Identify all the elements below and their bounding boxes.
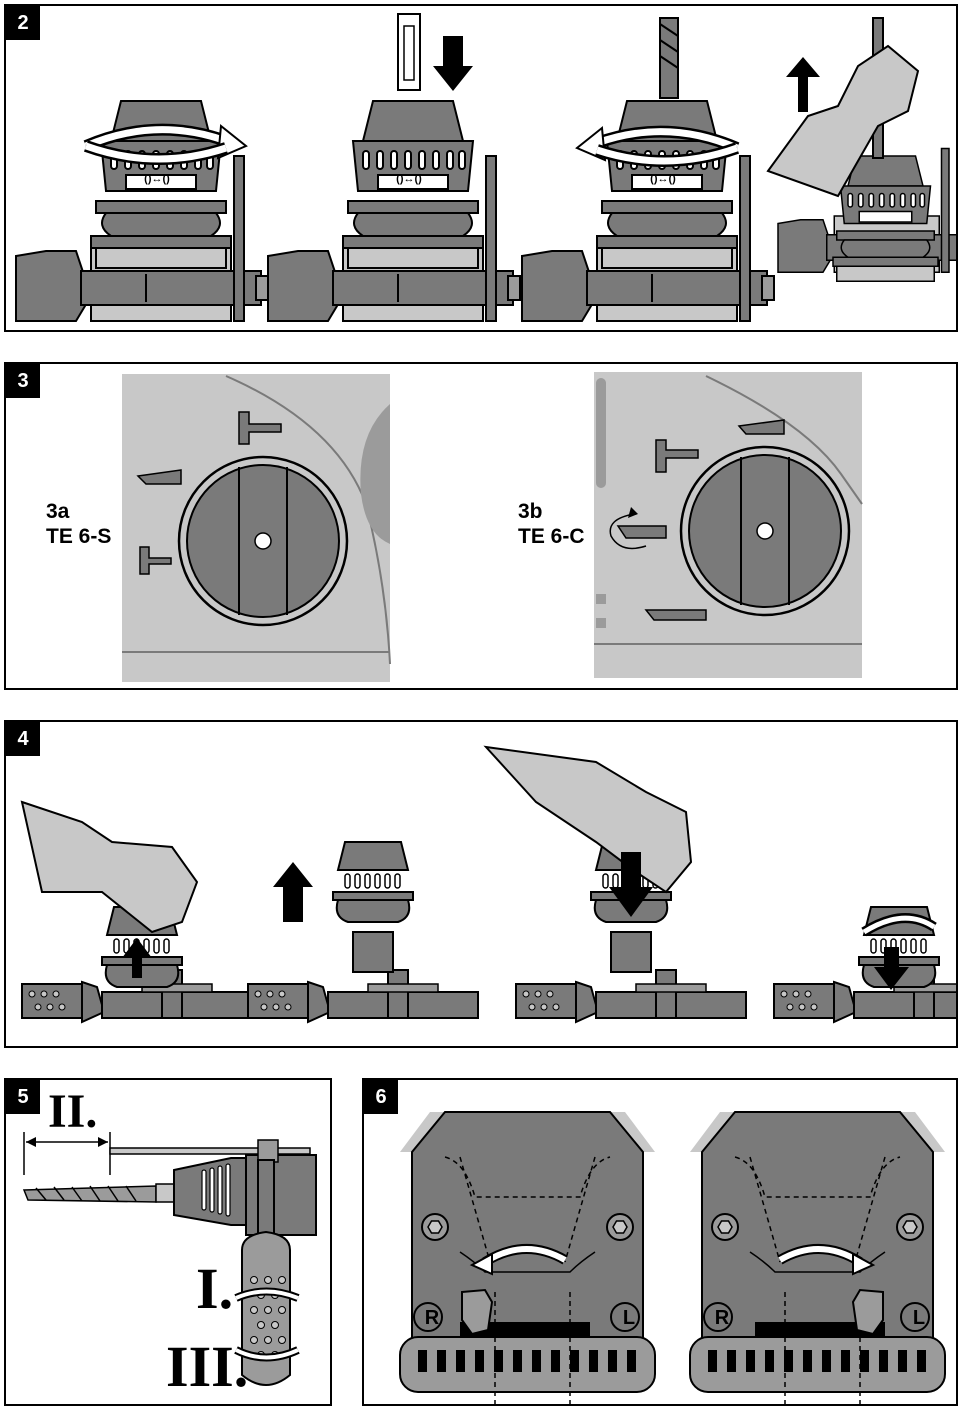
variant-a-code: 3a <box>46 500 70 523</box>
panel-3: 3 3a TE 6-S 3b TE 6-C <box>4 362 958 690</box>
panel-6-illustration <box>399 1111 946 1404</box>
panel-2: 2 <box>4 4 958 332</box>
panel-3-illustration <box>122 372 863 682</box>
step-2-label: II. <box>48 1085 98 1138</box>
variant-a-label: 3a TE 6-S <box>46 499 111 549</box>
panel-6: 6 <box>362 1078 958 1406</box>
switch-left-rotation <box>689 1111 946 1404</box>
panel-5: 5 II. I. III. <box>4 1078 332 1406</box>
chuck-marking-2: ()↔() <box>396 173 422 185</box>
panel-number: 5 <box>6 1080 40 1114</box>
panel-2-illustration <box>15 13 956 322</box>
step-1-label: I. <box>196 1256 234 1321</box>
panel-number: 3 <box>6 364 40 398</box>
panel-5-illustration <box>22 1132 317 1386</box>
panel-4: 4 <box>4 720 958 1048</box>
step-3-label: III. <box>166 1334 249 1399</box>
panel-number: 6 <box>364 1080 398 1114</box>
switch-right-rotation <box>399 1111 656 1404</box>
panel-4-illustration <box>20 745 956 1023</box>
rotation-l-icon: L <box>912 1307 926 1329</box>
variant-b-model: TE 6-C <box>518 525 585 548</box>
chuck-marking-3: ()↔() <box>650 173 676 185</box>
selector-switch-3a <box>122 374 391 682</box>
panel-number: 4 <box>6 722 40 756</box>
panel-number: 2 <box>6 6 40 40</box>
variant-b-label: 3b TE 6-C <box>518 499 585 549</box>
variant-b-code: 3b <box>518 500 543 523</box>
selector-switch-3b <box>594 372 863 678</box>
chuck-marking-1: ()↔() <box>144 173 170 185</box>
rotation-l-icon: L <box>622 1307 636 1329</box>
rotation-r-icon: R <box>424 1307 440 1329</box>
rotation-r-icon: R <box>714 1307 730 1329</box>
variant-a-model: TE 6-S <box>46 525 112 548</box>
